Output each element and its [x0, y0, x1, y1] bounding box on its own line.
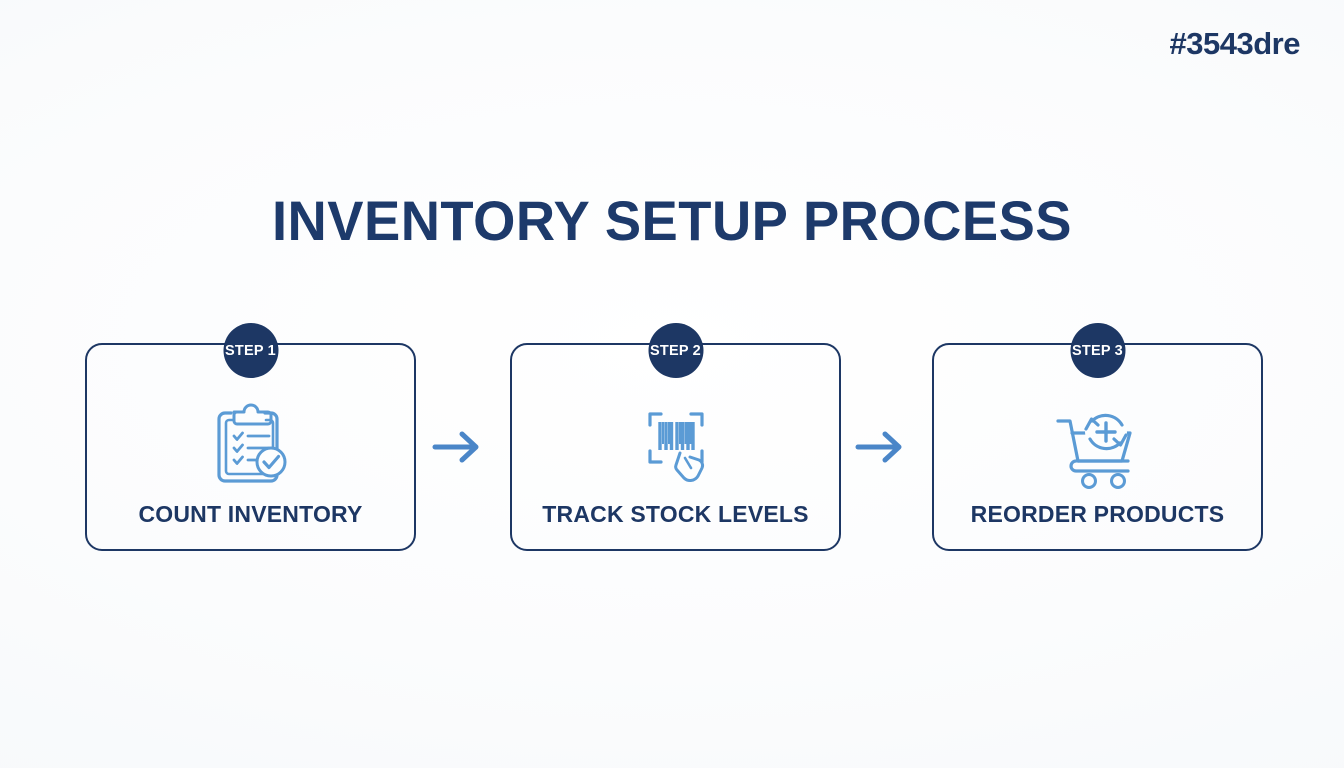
- step-label-1: COUNT INVENTORY: [138, 501, 363, 527]
- step-label-3: REORDER PRODUCTS: [970, 501, 1225, 527]
- arrow-right-icon-2: [854, 425, 910, 469]
- watermark-text: #3543dre: [1169, 26, 1301, 61]
- clipboard-checklist-icon: [199, 399, 303, 495]
- page-title: INVENTORY SETUP PROCESS: [271, 188, 1073, 252]
- step-badge-2: STEP 2: [648, 323, 703, 378]
- barcode-scanner-icon: [624, 399, 728, 495]
- step-badge-1: STEP 1: [223, 323, 278, 378]
- step-label-2: TRACK STOCK LEVELS: [542, 501, 809, 527]
- step-card-2[interactable]: STEP 2: [510, 323, 841, 551]
- process-flow: STEP 1: [85, 323, 1267, 557]
- step-card-1[interactable]: STEP 1: [85, 323, 416, 551]
- shopping-cart-refresh-icon: [1046, 399, 1150, 495]
- arrow-right-icon-1: [431, 425, 487, 469]
- step-card-3[interactable]: STEP 3 REORDER PROD: [932, 323, 1263, 551]
- step-badge-3: STEP 3: [1070, 323, 1125, 378]
